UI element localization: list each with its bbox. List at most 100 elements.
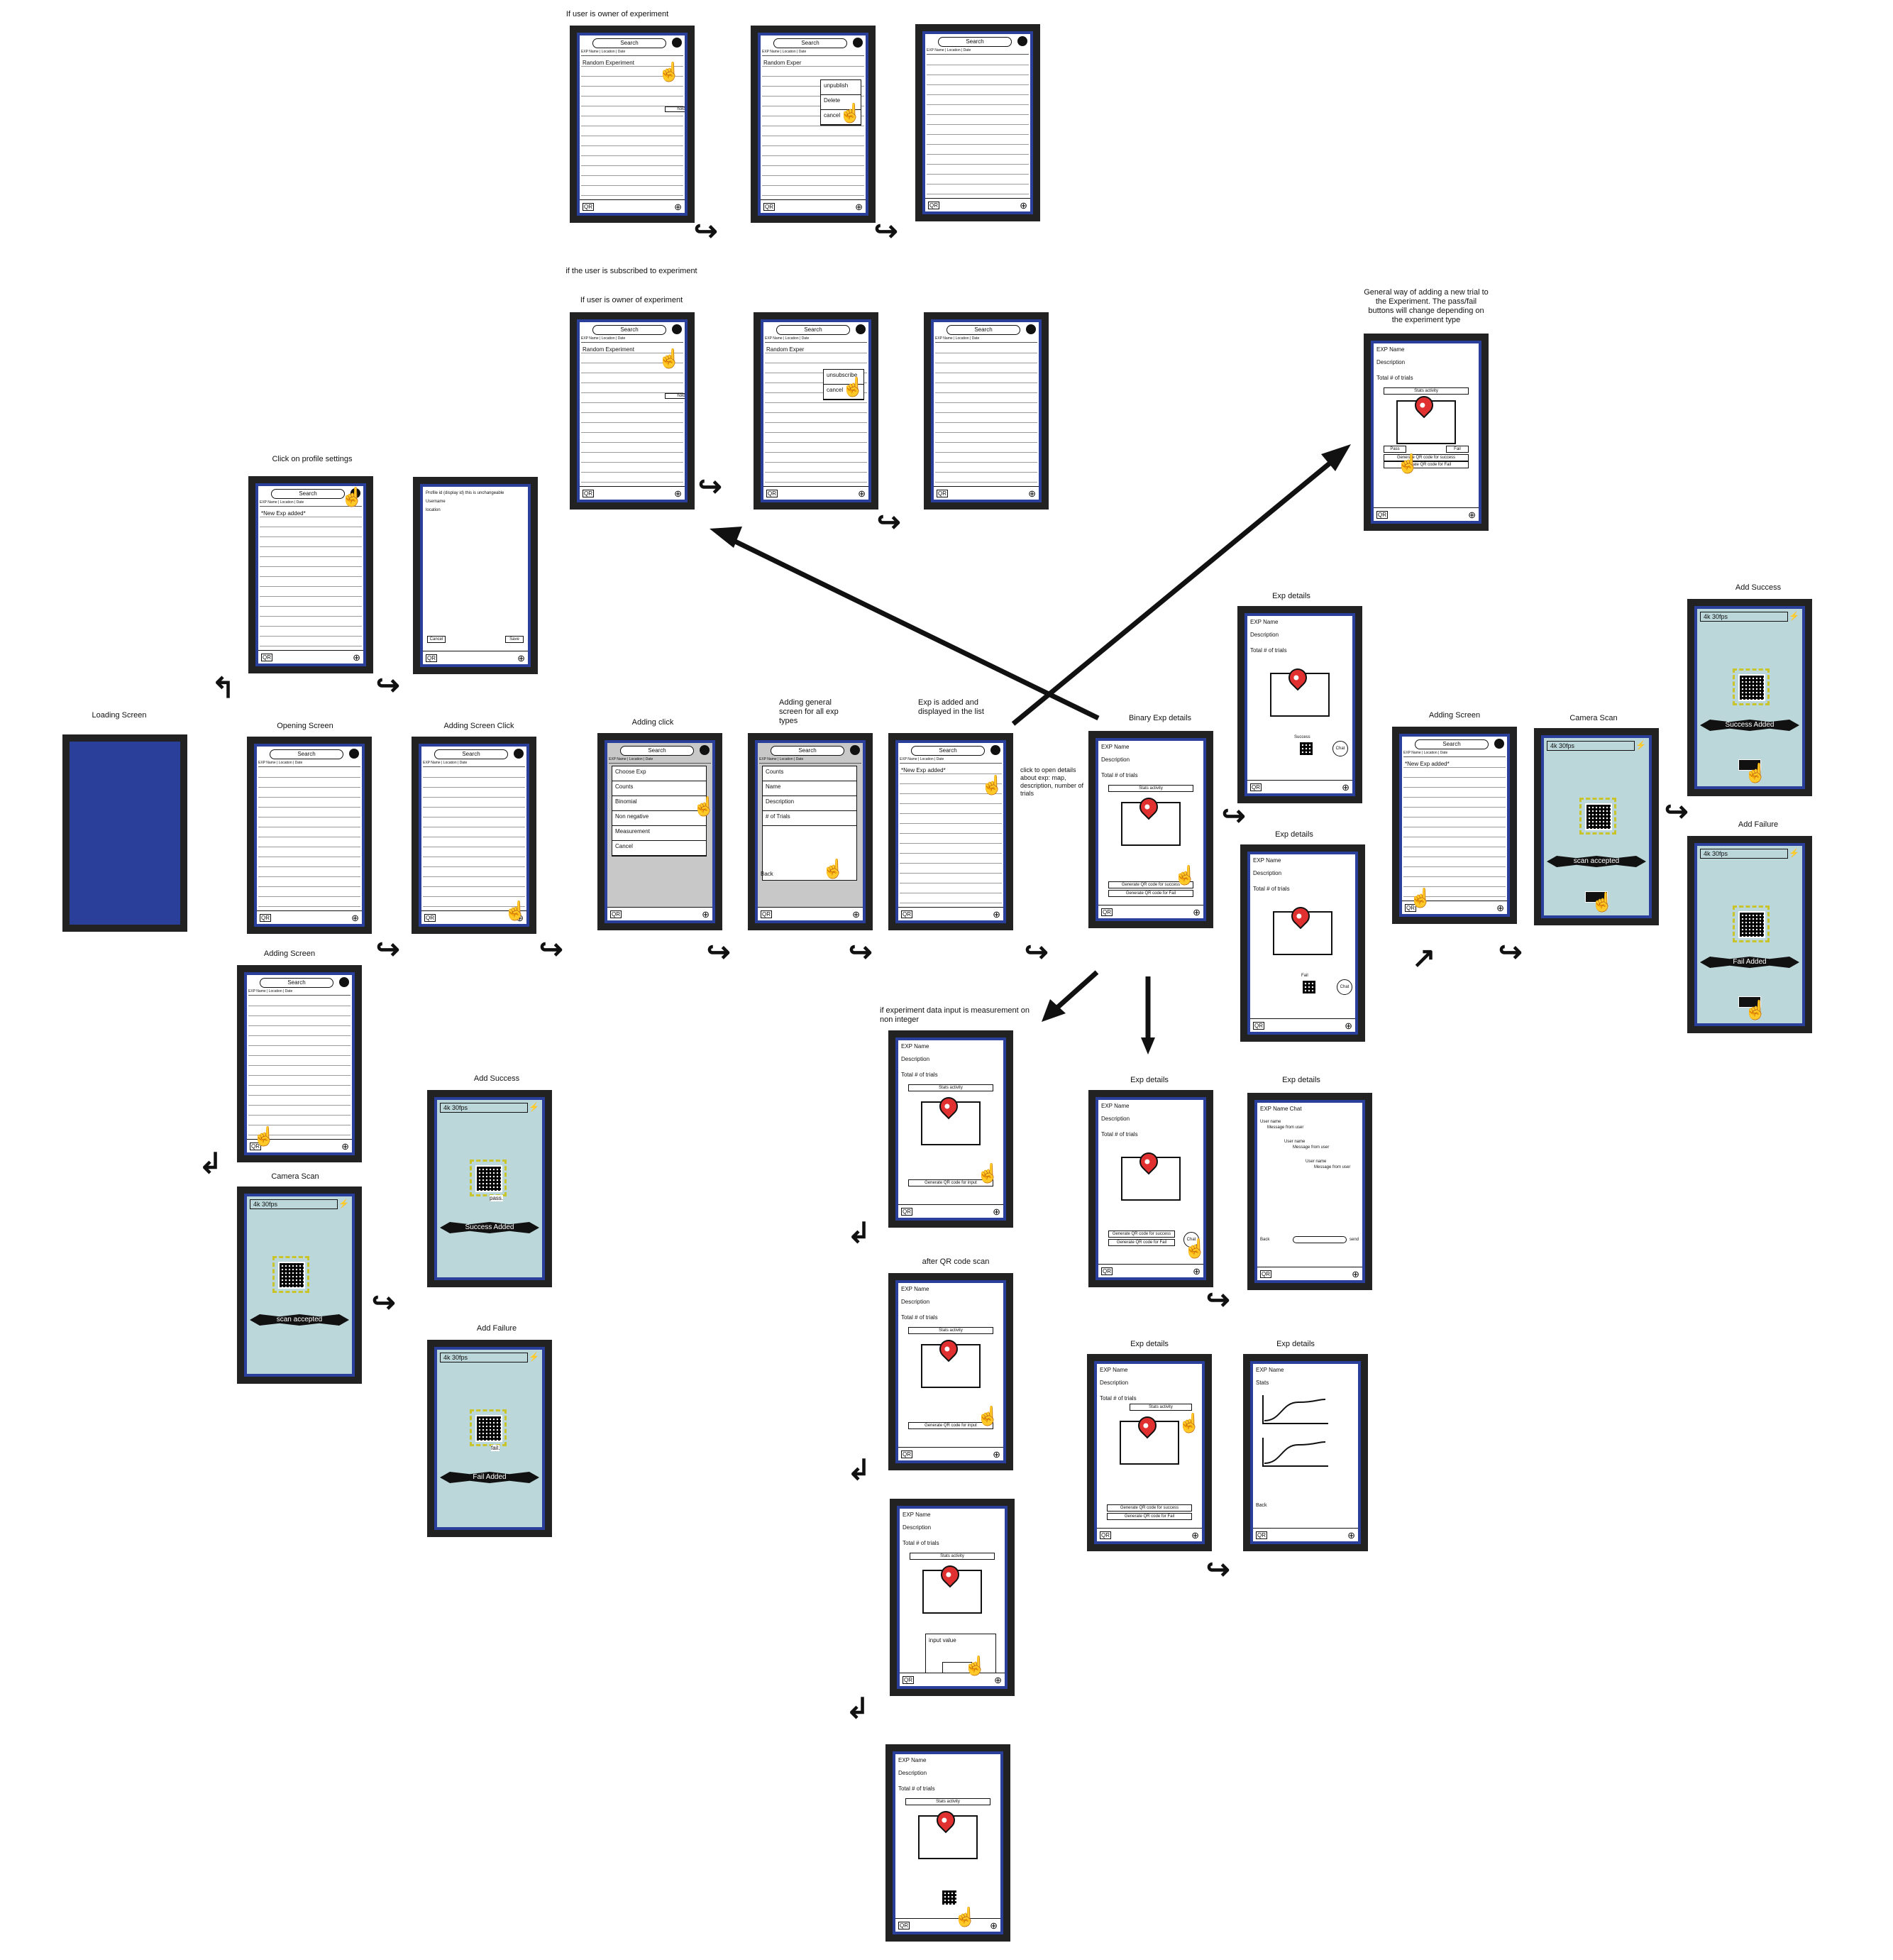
qr-button[interactable]: QR — [250, 1143, 261, 1150]
generate-input-button[interactable]: Generate QR code for input — [908, 1422, 993, 1429]
camera-shutter-icon[interactable] — [1738, 996, 1761, 1008]
add-button[interactable]: ⊕ — [516, 913, 524, 923]
camera-shutter-icon[interactable] — [1585, 891, 1608, 903]
generate-success-button[interactable]: Generate QR code for success — [1107, 1504, 1192, 1512]
search-bar[interactable]: Search — [620, 746, 694, 756]
qr-button[interactable]: QR — [1250, 783, 1262, 791]
add-button[interactable]: ⊕ — [1347, 1530, 1355, 1541]
qr-button[interactable]: QR — [766, 490, 778, 497]
qr-button[interactable]: QR — [901, 1450, 912, 1458]
menu-item-cancel[interactable]: cancel — [824, 385, 863, 400]
flash-icon[interactable]: ⚡ — [338, 1199, 349, 1209]
qr-button[interactable]: QR — [1101, 908, 1113, 916]
description-field[interactable]: Description — [763, 796, 856, 811]
menu-item-cancel[interactable]: Cancel — [612, 841, 706, 856]
add-button[interactable]: ⊕ — [1193, 1266, 1201, 1277]
qr-button[interactable]: QR — [1100, 1531, 1111, 1539]
generate-success-button[interactable]: Generate QR code for success — [1384, 454, 1469, 461]
add-button[interactable]: ⊕ — [1468, 510, 1476, 520]
add-button[interactable]: ⊕ — [351, 913, 359, 923]
add-button[interactable]: ⊕ — [517, 653, 525, 664]
chat-input[interactable] — [1293, 1236, 1347, 1243]
add-button[interactable]: ⊕ — [1193, 907, 1201, 918]
profile-avatar-icon[interactable] — [1026, 324, 1036, 334]
search-bar[interactable]: Search — [771, 746, 844, 756]
list-item[interactable]: Random Experiment — [583, 60, 634, 66]
qr-button[interactable]: QR — [583, 203, 594, 211]
stats-activity-button[interactable]: Stats activity — [1384, 387, 1469, 395]
flash-icon[interactable]: ⚡ — [1789, 611, 1799, 621]
add-button[interactable]: ⊕ — [1020, 200, 1027, 211]
qr-button[interactable]: QR — [424, 914, 436, 922]
chat-button[interactable]: Chat — [1332, 741, 1348, 756]
stats-activity-button[interactable]: Stats activity — [1108, 785, 1193, 792]
qr-button[interactable]: QR — [928, 202, 939, 209]
menu-item-counts[interactable]: Counts — [612, 781, 706, 796]
qr-button[interactable]: QR — [901, 1208, 912, 1216]
chat-button[interactable]: Chat — [1337, 979, 1352, 995]
generate-fail-button[interactable]: Generate QR code for Fail — [1108, 890, 1193, 897]
list-item[interactable]: Random Experiment — [583, 346, 634, 353]
search-bar[interactable]: Search — [260, 978, 333, 988]
profile-avatar-icon[interactable] — [351, 488, 360, 498]
qr-button[interactable]: QR — [1260, 1270, 1271, 1278]
generate-success-button[interactable]: Generate QR code for success — [1108, 881, 1193, 888]
menu-item-cancel[interactable]: cancel — [821, 110, 861, 125]
send-button[interactable]: send — [1350, 1238, 1359, 1242]
menu-item-unpublish[interactable]: unpublish — [821, 80, 861, 95]
generate-fail-button[interactable]: Generate QR code for Fail — [1384, 461, 1469, 468]
stats-activity-button[interactable]: Stats activity — [908, 1327, 993, 1334]
qr-button[interactable]: QR — [898, 1922, 910, 1929]
generate-fail-button[interactable]: Generate QR code for Fail — [1107, 1513, 1192, 1520]
search-bar[interactable]: Search — [592, 38, 666, 48]
qr-button[interactable]: QR — [1256, 1531, 1267, 1539]
add-button[interactable]: ⊕ — [1352, 1269, 1359, 1279]
qr-button[interactable]: QR — [426, 654, 437, 662]
search-bar[interactable]: Search — [911, 746, 985, 756]
add-button[interactable]: ⊕ — [990, 1920, 998, 1931]
flash-icon[interactable]: ⚡ — [529, 1102, 539, 1112]
name-field[interactable]: Name — [763, 781, 856, 796]
search-bar[interactable]: Search — [592, 325, 666, 335]
search-bar[interactable]: Search — [773, 38, 847, 48]
add-button[interactable]: ⊕ — [858, 488, 866, 499]
list-item[interactable]: Random Exper — [763, 60, 802, 66]
profile-avatar-icon[interactable] — [339, 977, 349, 987]
search-bar[interactable]: Search — [271, 489, 345, 499]
generate-fail-button[interactable]: Generate QR code for Fail — [1108, 1239, 1175, 1246]
qr-button[interactable]: QR — [260, 914, 271, 922]
add-button[interactable]: ⊕ — [1191, 1530, 1199, 1541]
add-button[interactable]: ⊕ — [1342, 782, 1350, 793]
search-bar[interactable]: Search — [270, 749, 343, 759]
profile-avatar-icon[interactable] — [850, 745, 860, 755]
username-field[interactable]: Username — [426, 500, 446, 504]
profile-avatar-icon[interactable] — [672, 324, 682, 334]
add-button[interactable]: ⊕ — [993, 909, 1000, 920]
qr-button[interactable]: QR — [937, 490, 948, 497]
profile-avatar-icon[interactable] — [856, 324, 866, 334]
add-button[interactable]: ⊕ — [341, 1141, 349, 1152]
search-bar[interactable]: Search — [938, 37, 1012, 47]
list-item[interactable]: Random Exper — [766, 346, 805, 353]
qr-button[interactable]: QR — [261, 654, 272, 661]
stats-activity-button[interactable]: Stats activity — [910, 1553, 995, 1560]
flash-icon[interactable]: ⚡ — [529, 1352, 539, 1362]
camera-shutter-icon[interactable] — [1738, 759, 1761, 771]
add-button[interactable]: ⊕ — [702, 909, 710, 920]
qr-button[interactable]: QR — [1376, 511, 1388, 519]
back-button[interactable]: Back — [1260, 1238, 1270, 1242]
add-button[interactable]: ⊕ — [1028, 488, 1036, 499]
menu-item-delete[interactable]: Delete — [821, 95, 861, 110]
qr-button[interactable]: QR — [1253, 1022, 1264, 1030]
profile-avatar-icon[interactable] — [700, 745, 710, 755]
profile-avatar-icon[interactable] — [853, 38, 863, 48]
qr-button[interactable]: QR — [763, 203, 775, 211]
fail-button[interactable]: Fail — [1446, 446, 1469, 453]
list-item[interactable]: *New Exp added* — [901, 767, 946, 773]
qr-button[interactable]: QR — [1405, 904, 1416, 912]
profile-avatar-icon[interactable] — [672, 38, 682, 48]
profile-avatar-icon[interactable] — [514, 749, 524, 759]
generate-input-button[interactable]: Generate QR code for input — [908, 1179, 993, 1187]
menu-item-non-negative[interactable]: Non negative — [612, 811, 706, 826]
qr-button[interactable]: QR — [610, 910, 622, 918]
